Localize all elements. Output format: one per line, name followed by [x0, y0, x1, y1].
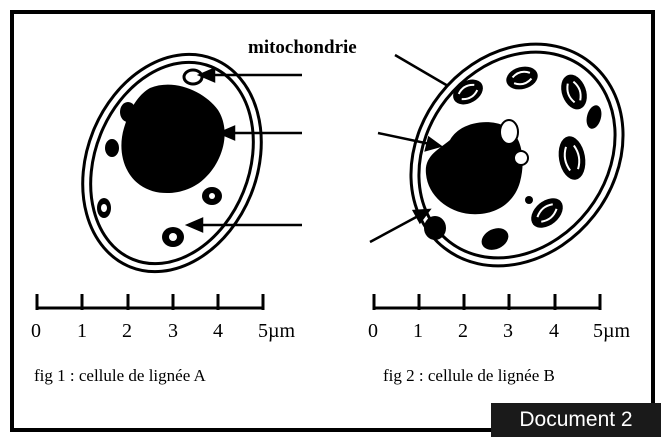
- cell-b-vacuole: [500, 120, 518, 144]
- scale-b-tick-0: 0: [368, 320, 378, 342]
- label-mitochondrie: mitochondrie: [248, 37, 357, 58]
- scale-a-tick-4: 4: [213, 320, 223, 342]
- cell-b-arrows: [370, 55, 448, 242]
- scale-a-tick-1: 1: [77, 320, 87, 342]
- cell-b: [367, 2, 667, 309]
- caption-fig-2: fig 2 : cellule de lignée B: [383, 366, 555, 385]
- scale-b-tick-3: 3: [503, 320, 513, 342]
- document-badge: Document 2: [491, 403, 661, 437]
- scale-a-tick-5: 5µm: [258, 320, 296, 342]
- scale-bar-b: [374, 294, 600, 310]
- caption-fig-1: fig 1 : cellule de lignée A: [34, 366, 207, 385]
- scale-b-tick-5: 5µm: [593, 320, 631, 342]
- scale-b-tick-1: 1: [413, 320, 423, 342]
- cell-a: [51, 27, 302, 298]
- scale-a-tick-2: 2: [122, 320, 132, 342]
- scale-a-tick-3: 3: [168, 320, 178, 342]
- scale-b-tick-4: 4: [549, 320, 559, 342]
- cell-a-nucleus: [121, 85, 224, 193]
- scale-b-tick-2: 2: [458, 320, 468, 342]
- scale-a-tick-0: 0: [31, 320, 41, 342]
- scale-bar-a: [37, 294, 263, 310]
